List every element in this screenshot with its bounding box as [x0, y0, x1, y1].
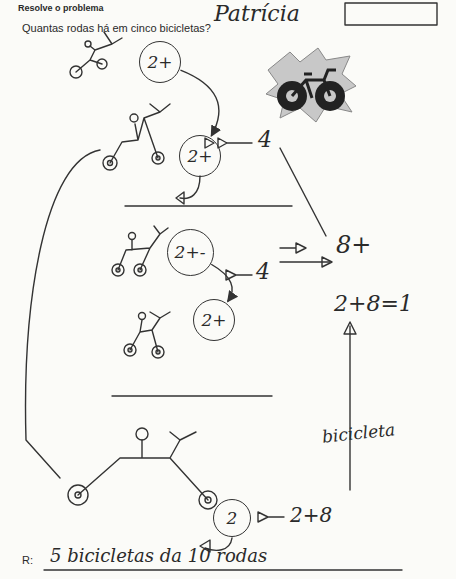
arrow-line — [180, 176, 200, 198]
arrow-mark — [176, 192, 184, 204]
answer-text: 5 bicicletas da 10 rodas — [50, 546, 267, 566]
arrow-mark — [205, 138, 252, 148]
bike-sketch — [112, 226, 168, 276]
connector-arrow — [180, 70, 218, 136]
divider-line — [112, 395, 272, 396]
node-text: 2+ — [187, 148, 212, 165]
arrow-mark — [280, 243, 306, 253]
circled-number: 2+ — [139, 41, 181, 83]
instruction-text: Resolve o problema — [18, 4, 104, 14]
bike-sketch — [68, 428, 217, 509]
sum-expression: 2+8=1 — [334, 292, 413, 316]
arrow-mark — [322, 257, 332, 267]
answer-prefix: R: — [22, 554, 33, 566]
question-text: Quantas rodas há em cinco bicicletas? — [22, 22, 211, 34]
node-text: 2 — [227, 510, 238, 527]
handwritten-word: bicicleta — [321, 420, 396, 446]
arrow-line — [349, 326, 350, 490]
sum-expression: 2+8 — [290, 504, 332, 526]
circled-number: 2 — [213, 499, 251, 537]
arrow-mark — [344, 322, 356, 334]
arrow-line — [280, 148, 326, 236]
arrow-line — [26, 150, 100, 478]
bike-icon — [266, 48, 356, 122]
student-name: Patrícia — [214, 2, 300, 26]
node-text: 2+ — [201, 312, 226, 329]
connector-arrow — [211, 264, 232, 301]
bike-sketch — [124, 312, 170, 358]
circled-number: 2+ — [193, 299, 235, 341]
arrow-mark — [226, 270, 252, 280]
node-text: 2+ — [147, 54, 172, 71]
partial-sum: 4 — [256, 260, 270, 284]
answer-line — [44, 569, 402, 570]
divider-line — [125, 205, 292, 206]
partial-sum: 8+ — [336, 232, 371, 258]
bike-sketch — [103, 104, 170, 170]
bike-sketch — [70, 32, 122, 78]
node-text: 2+- — [175, 244, 206, 261]
arrow-mark — [258, 512, 284, 522]
circled-number: 2+ — [179, 135, 221, 177]
partial-sum: 4 — [258, 128, 272, 152]
circled-number: 2+- — [167, 229, 214, 276]
name-box — [345, 3, 437, 25]
